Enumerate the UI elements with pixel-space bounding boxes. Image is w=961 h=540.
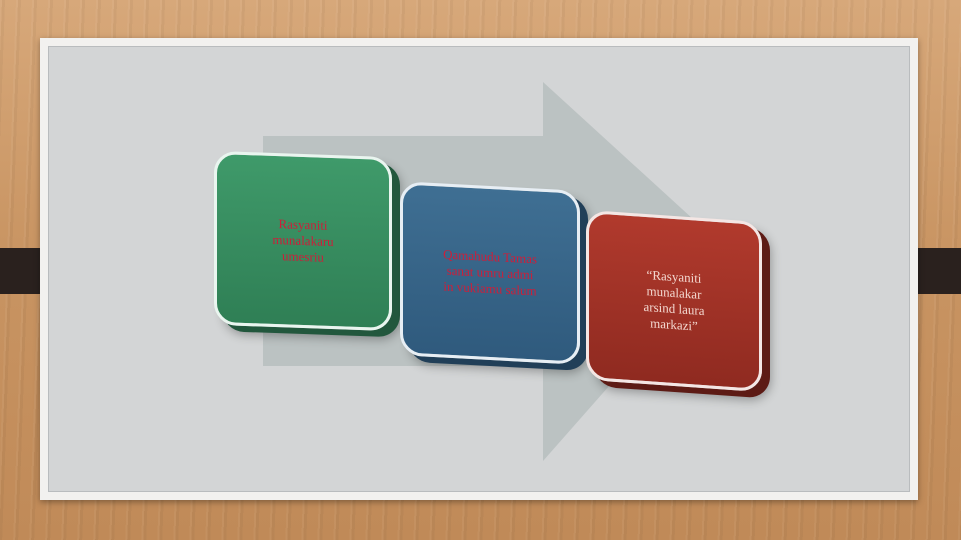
- step-1-text: Rasyaniti munalakaru umesriu: [272, 215, 334, 265]
- slide-canvas: Rasyaniti munalakaru umesriu Qamahudu Ta…: [48, 46, 910, 492]
- step-3-box: “Rasyaniti munalakar arsind laura markaz…: [586, 209, 762, 393]
- step-1-box: Rasyaniti munalakaru umesriu: [214, 150, 392, 332]
- step-2-text: Qamahudu Tamas sanat umru admi in vukiam…: [443, 246, 537, 299]
- step-3-text: “Rasyaniti munalakar arsind laura markaz…: [643, 266, 705, 334]
- slide-frame: Rasyaniti munalakaru umesriu Qamahudu Ta…: [40, 38, 918, 500]
- step-2-box: Qamahudu Tamas sanat umru admi in vukiam…: [400, 181, 580, 365]
